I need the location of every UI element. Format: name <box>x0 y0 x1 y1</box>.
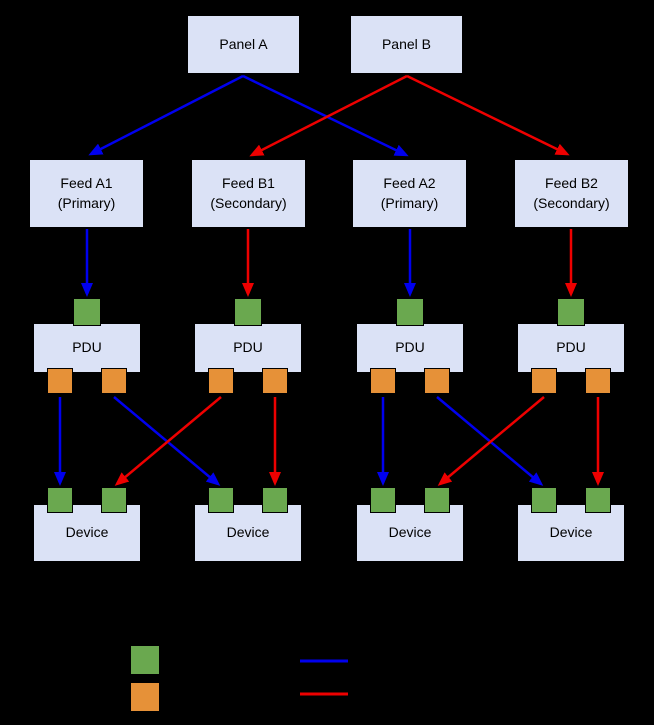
device4-input-port-left <box>531 487 557 513</box>
panel-b-label: Panel B <box>381 35 432 52</box>
pdu4-output-port-left <box>531 368 557 394</box>
feed-b1-role: (Secondary) <box>210 194 287 211</box>
pdu1-output-port-left <box>47 368 73 394</box>
device2-input-port-left <box>208 487 234 513</box>
pdu2-output-port-left <box>208 368 234 394</box>
device3-label: Device <box>388 524 432 541</box>
device3-node: Device <box>355 503 465 563</box>
wire-pdu3-to-device4 <box>436 396 544 486</box>
device2-node: Device <box>193 503 303 563</box>
pdu2-output-port-right <box>262 368 288 394</box>
pdu3-output-port-left <box>370 368 396 394</box>
pdu2-node: PDU <box>193 322 303 374</box>
device4-label: Device <box>549 524 593 541</box>
pdu3-node: PDU <box>355 322 465 374</box>
feed-a2-name: Feed A2 <box>383 174 436 191</box>
pdu4-label: PDU <box>556 339 586 356</box>
device3-input-port-right <box>424 487 450 513</box>
device3-input-port-left <box>370 487 396 513</box>
pdu4-node: PDU <box>516 322 626 374</box>
feed-b2-node: Feed B2 (Secondary) <box>513 158 630 229</box>
feed-a1-node: Feed A1 (Primary) <box>28 158 145 229</box>
wire-pdu4-to-device3 <box>437 396 545 486</box>
pdu3-output-port-right <box>424 368 450 394</box>
wire-panel-b-to-feed-b1 <box>249 74 408 157</box>
pdu2-label: PDU <box>233 339 263 356</box>
device1-input-port-left <box>47 487 73 513</box>
panel-a-node: Panel A <box>186 14 301 75</box>
pdu2-input-port <box>234 298 262 326</box>
pdu1-input-port <box>73 298 101 326</box>
wire-pdu1-to-device2 <box>113 396 221 486</box>
pdu4-output-port-right <box>585 368 611 394</box>
feed-a2-node: Feed A2 (Primary) <box>351 158 468 229</box>
device1-label: Device <box>65 524 109 541</box>
feed-a2-role: (Primary) <box>380 194 439 211</box>
device2-input-port-right <box>262 487 288 513</box>
pdu1-node: PDU <box>32 322 142 374</box>
feed-b2-role: (Secondary) <box>533 194 610 211</box>
feed-b2-name: Feed B2 <box>545 174 598 191</box>
wire-panel-b-to-feed-b2 <box>406 74 570 156</box>
pdu4-input-port <box>557 298 585 326</box>
feed-b1-node: Feed B1 (Secondary) <box>190 158 307 229</box>
device2-label: Device <box>226 524 270 541</box>
legend-output-port-swatch <box>130 682 160 712</box>
device4-input-port-right <box>585 487 611 513</box>
pdu1-output-port-right <box>101 368 127 394</box>
feed-a1-role: (Primary) <box>57 194 116 211</box>
panel-a-label: Panel A <box>219 35 268 52</box>
pdu3-input-port <box>396 298 424 326</box>
pdu1-label: PDU <box>72 339 102 356</box>
feed-a1-name: Feed A1 <box>60 174 113 191</box>
device4-node: Device <box>516 503 626 563</box>
wire-panel-a-to-feed-a1 <box>88 74 244 156</box>
legend-input-port-swatch <box>130 645 160 675</box>
pdu3-label: PDU <box>395 339 425 356</box>
feed-b1-name: Feed B1 <box>222 174 275 191</box>
wire-panel-a-to-feed-a2 <box>242 74 409 157</box>
device1-node: Device <box>32 503 142 563</box>
panel-b-node: Panel B <box>349 14 464 75</box>
device1-input-port-right <box>101 487 127 513</box>
wire-pdu2-to-device1 <box>114 396 222 486</box>
